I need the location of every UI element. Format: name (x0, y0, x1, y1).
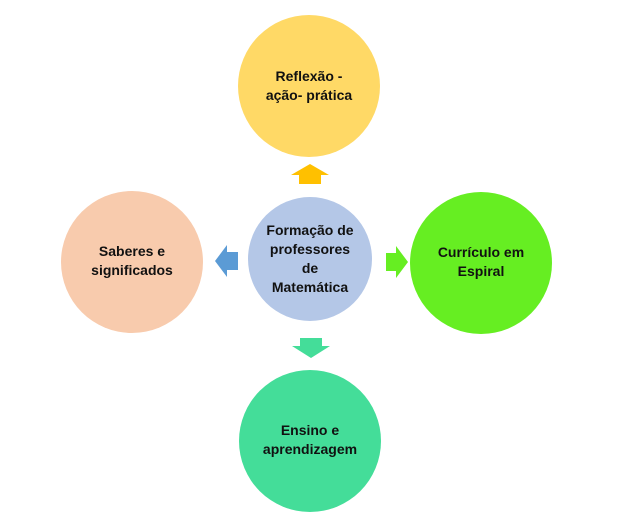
node-circle-top (238, 15, 380, 157)
node-label-right-line-1: Currículo em (437, 244, 525, 260)
node-label-bottom-line-2: aprendizagem (262, 441, 358, 457)
node-label-center-line-4: Matemática (271, 279, 349, 295)
node-label-top-line-1: Reflexão - (275, 68, 343, 84)
node-label-top-line-2: ação- prática (265, 87, 353, 103)
node-label-right: Currículo em Espiral (416, 232, 546, 292)
node-circle-center (248, 197, 372, 321)
node-label-bottom: Ensino e aprendizagem (245, 410, 375, 470)
arrow-right-icon (386, 246, 408, 278)
node-circle-right (410, 192, 552, 334)
node-circle-left (61, 191, 203, 333)
node-label-top: Reflexão - ação- prática (244, 56, 374, 116)
arrow-down-icon (292, 338, 330, 358)
node-label-bottom-line-1: Ensino e (280, 422, 340, 438)
node-label-center-line-1: Formação de (266, 222, 354, 238)
arrow-up-icon (291, 164, 329, 184)
node-label-center: Formação de professores de Matemática (255, 219, 365, 299)
node-label-left: Saberes e significados (67, 231, 197, 291)
node-label-right-line-2: Espiral (457, 263, 505, 279)
node-label-left-line-2: significados (91, 262, 173, 278)
arrow-left-icon (215, 245, 238, 277)
node-label-center-line-3: de (301, 260, 319, 276)
node-label-left-line-1: Saberes e (98, 243, 166, 259)
node-label-center-line-2: professores (269, 241, 351, 257)
node-circle-bottom (239, 370, 381, 512)
